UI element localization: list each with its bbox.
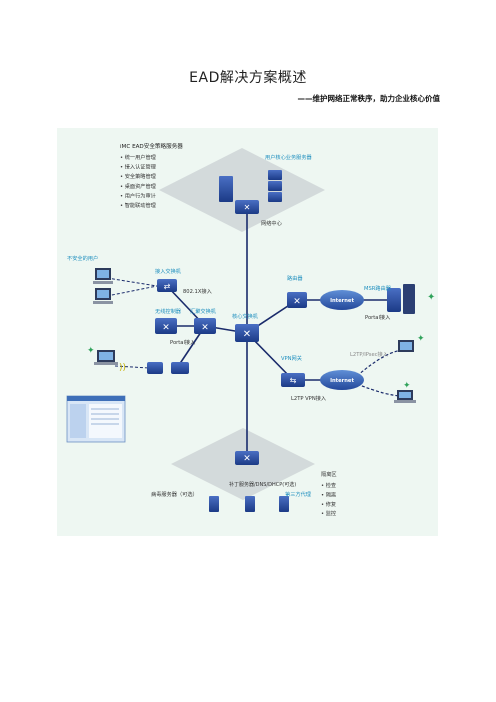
proxy-server <box>279 496 289 512</box>
patch-server <box>245 496 255 512</box>
access-switch <box>157 279 177 292</box>
vpn-gateway-label: VPN网关 <box>281 354 302 362</box>
page-subtitle: ——维护网络正常秩序，助力企业核心价值 <box>297 94 441 103</box>
wireless-laptop <box>94 350 118 365</box>
unsafe-user-pc-2 <box>93 288 113 304</box>
server_features-0: • 统一用户管理 <box>120 153 157 161</box>
msr-server <box>403 284 415 314</box>
l2tp-ipsec-label: L2TP/IPsec接入 <box>350 350 388 358</box>
wireless-controller <box>155 318 177 334</box>
dot1x-label: 802.1X接入 <box>183 287 212 295</box>
server_features-3: • 桌面资产管理 <box>120 182 157 190</box>
svg-text:✕: ✕ <box>293 297 301 307</box>
internet-label-1: Internet <box>330 298 354 304</box>
remote-pc-1 <box>398 340 414 352</box>
ap-switch <box>171 362 189 374</box>
quarantine_items-3: • 监控 <box>321 509 336 517</box>
msr-router <box>387 288 401 312</box>
unsafe-user-pc-1 <box>93 268 113 284</box>
network-diagram: ✕ ⇄ ✕ ✕ ✕ ✕ ✦ ⇆ ✦ ✦ <box>57 128 438 536</box>
server_features-2: • 安全策略管理 <box>120 172 157 180</box>
svg-text:✦: ✦ <box>417 334 425 344</box>
msr-label: MSR路由器 <box>364 284 392 292</box>
patch-server-label: 补丁服务器/DNS/DHCP(可选) <box>229 481 296 488</box>
agg-switch-label: 汇聚交换机 <box>190 307 217 315</box>
quarantine_items-0: • 检查 <box>321 481 336 489</box>
svg-text:⇆: ⇆ <box>290 376 297 385</box>
svg-text:✦: ✦ <box>403 381 411 391</box>
svg-text:✕: ✕ <box>244 203 251 212</box>
aggregation-switch <box>194 318 216 334</box>
antivirus-label: 病毒服务器（可选） <box>151 490 198 498</box>
policy-server <box>219 176 233 202</box>
datacenter-zone <box>159 148 325 232</box>
svg-text:⇄: ⇄ <box>164 282 171 291</box>
svg-text:✕: ✕ <box>243 454 251 464</box>
core-switch-label: 核心交换机 <box>232 312 259 320</box>
datacenter-label: 网络中心 <box>261 219 282 227</box>
internet-cloud-2 <box>320 370 364 390</box>
quarantine_items-2: • 修复 <box>321 500 336 508</box>
internet-label-2: Internet <box>330 378 354 384</box>
access-point <box>147 362 163 374</box>
core-switch <box>235 324 259 342</box>
router <box>287 292 307 308</box>
router-label: 路由器 <box>287 274 303 282</box>
access-switch-label: 接入交换机 <box>155 267 182 275</box>
l2tp-vpn-label: L2TP VPN接入 <box>291 394 326 402</box>
core-server-rack <box>268 170 282 202</box>
portal-label-1: Portal接入 <box>170 338 195 346</box>
quarantine-switch <box>235 451 259 465</box>
server_features-1: • 接入认证管理 <box>120 163 157 171</box>
svg-text:✕: ✕ <box>243 329 251 340</box>
core-servers-label: 用户核心业务服务器 <box>265 153 313 161</box>
client-software-screenshot <box>66 395 126 443</box>
remote-laptop <box>394 390 416 403</box>
svg-text:✦: ✦ <box>87 346 95 356</box>
internet-cloud-1 <box>320 290 364 310</box>
vpn-curve-2 <box>356 383 404 397</box>
page-title: EAD解决方案概述 <box>189 70 307 86</box>
server_features-4: • 用户行为审计 <box>120 191 156 199</box>
svg-text:✕: ✕ <box>162 323 170 333</box>
quarantine-title: 隔离区 <box>321 470 337 478</box>
unsafe-users-label: 不安全的用户 <box>67 254 98 262</box>
server-title: iMC EAD安全策略服务器 <box>120 142 183 150</box>
server-feature-list: • 统一用户管理 • 接入认证管理• 安全策略管理 • 桌面资产管理• 用户行为审计… <box>120 153 157 209</box>
svg-text:✦: ✦ <box>427 292 435 303</box>
datacenter-switch <box>235 200 259 214</box>
antivirus-server <box>209 496 219 512</box>
svg-text:✕: ✕ <box>201 323 209 333</box>
portal-label-2: Portal接入 <box>365 313 390 321</box>
wireless-ctrl-label: 无线控制器 <box>155 307 182 315</box>
quarantine-item-list: • 检查• 隔离 • 修复• 监控 <box>321 481 336 517</box>
vpn-gateway <box>281 373 305 387</box>
proxy-label: 第三方代理 <box>285 490 312 498</box>
server_features-5: • 智能联动管理 <box>120 201 157 209</box>
quarantine_items-1: • 隔离 <box>321 490 336 498</box>
svg-text:)): )) <box>119 363 126 373</box>
